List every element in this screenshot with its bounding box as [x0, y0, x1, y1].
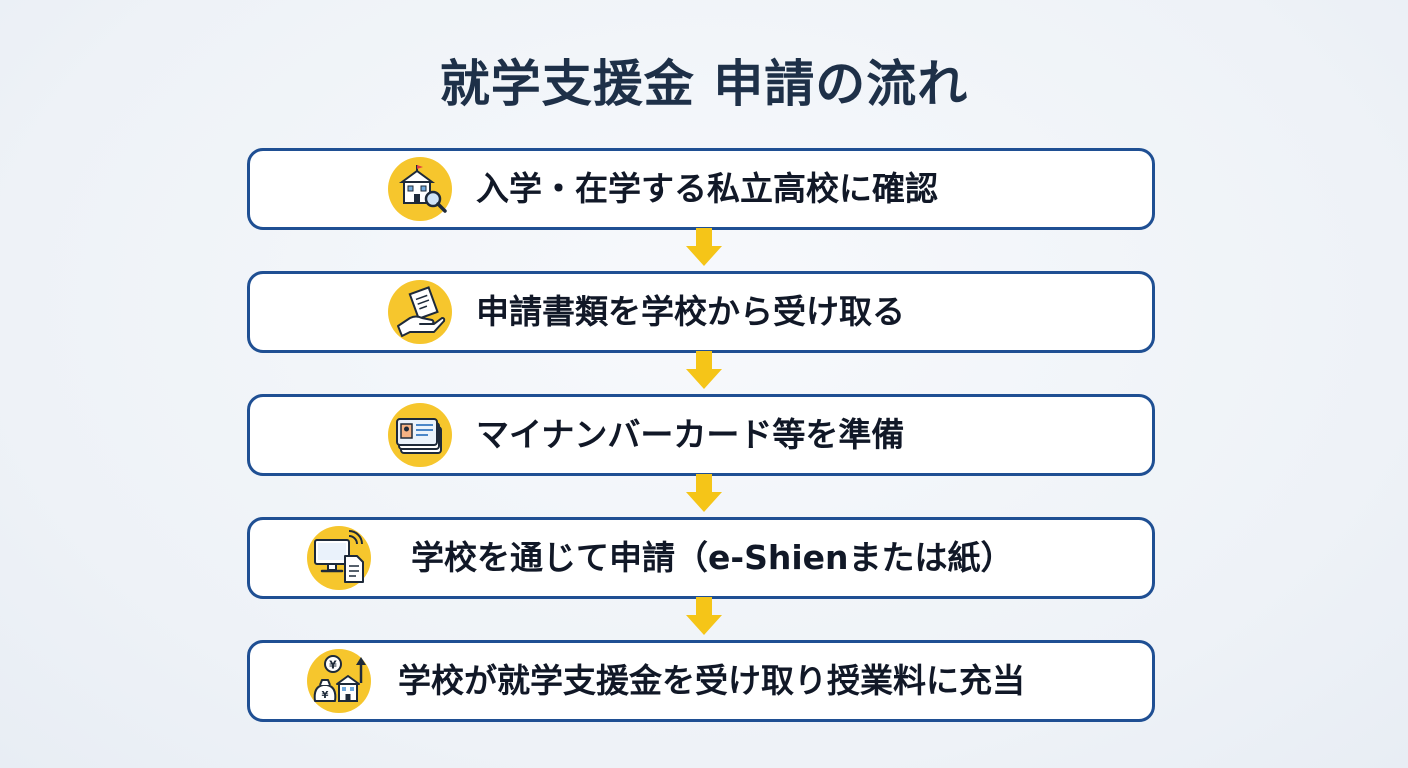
page-title: 就学支援金 申請の流れ [439, 55, 969, 113]
school-search-icon [388, 157, 452, 221]
arrow-down-icon [684, 228, 724, 268]
yen-school-icon: ¥ ¥ [307, 649, 371, 713]
step-5-box: ¥ ¥ 学校が就学支援金を受け取り授業料に充当 [247, 640, 1155, 722]
step-1-label: 入学・在学する私立高校に確認 [476, 169, 938, 208]
step-3-label: マイナンバーカード等を準備 [476, 415, 905, 454]
step-2-box: 申請書類を学校から受け取る [247, 271, 1155, 353]
svg-text:¥: ¥ [322, 690, 329, 701]
id-card-icon [388, 403, 452, 467]
computer-document-icon [307, 526, 371, 590]
arrow-down-icon [684, 351, 724, 391]
svg-text:¥: ¥ [329, 659, 337, 672]
document-hand-icon [388, 280, 452, 344]
step-5-label: 学校が就学支援金を受け取り授業料に充当 [398, 661, 1025, 700]
step-3-box: マイナンバーカード等を準備 [247, 394, 1155, 476]
step-1-box: 入学・在学する私立高校に確認 [247, 148, 1155, 230]
arrow-down-icon [684, 597, 724, 637]
arrow-down-icon [684, 474, 724, 514]
step-4-box: 学校を通じて申請（e-Shienまたは紙） [247, 517, 1155, 599]
step-2-label: 申請書類を学校から受け取る [476, 292, 905, 331]
step-4-label: 学校を通じて申請（e-Shienまたは紙） [411, 538, 1014, 577]
